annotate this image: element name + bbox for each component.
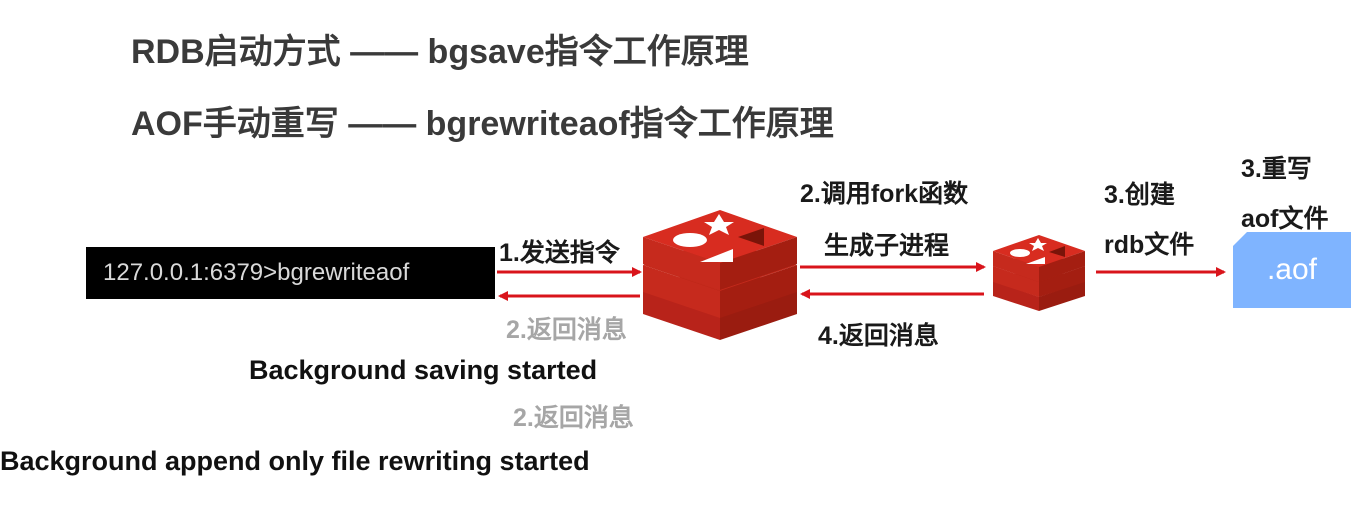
label-rewrite-line2: aof文件 [1241,205,1329,233]
redis-child-icon [993,235,1085,311]
label-fork-line1: 2.调用fork函数 [800,180,969,208]
title-bgrewriteaof: AOF手动重写 —— bgrewriteaof指令工作原理 [131,105,834,143]
aof-file-label: .aof [1266,253,1318,286]
terminal-command-box: 127.0.0.1:6379>bgrewriteaof [86,247,495,299]
message-bgrewrite: Background append only file rewriting st… [0,446,590,476]
aof-file-icon: .aof [1233,232,1351,308]
label-send-command: 1.发送指令 [499,239,620,267]
label-return-second: 2.返回消息 [513,404,634,432]
message-bgsave: Background saving started [249,355,598,385]
label-return-client: 2.返回消息 [506,316,627,344]
label-create-line1: 3.创建 [1104,181,1175,209]
terminal-command: 127.0.0.1:6379>bgrewriteaof [103,259,410,286]
title-bgsave: RDB启动方式 —— bgsave指令工作原理 [131,33,749,71]
redis-server-icon [643,210,797,340]
label-create-line2: rdb文件 [1104,231,1195,259]
label-rewrite-line1: 3.重写 [1241,155,1312,183]
label-fork-line2: 生成子进程 [824,232,950,260]
label-return-child: 4.返回消息 [818,322,939,350]
